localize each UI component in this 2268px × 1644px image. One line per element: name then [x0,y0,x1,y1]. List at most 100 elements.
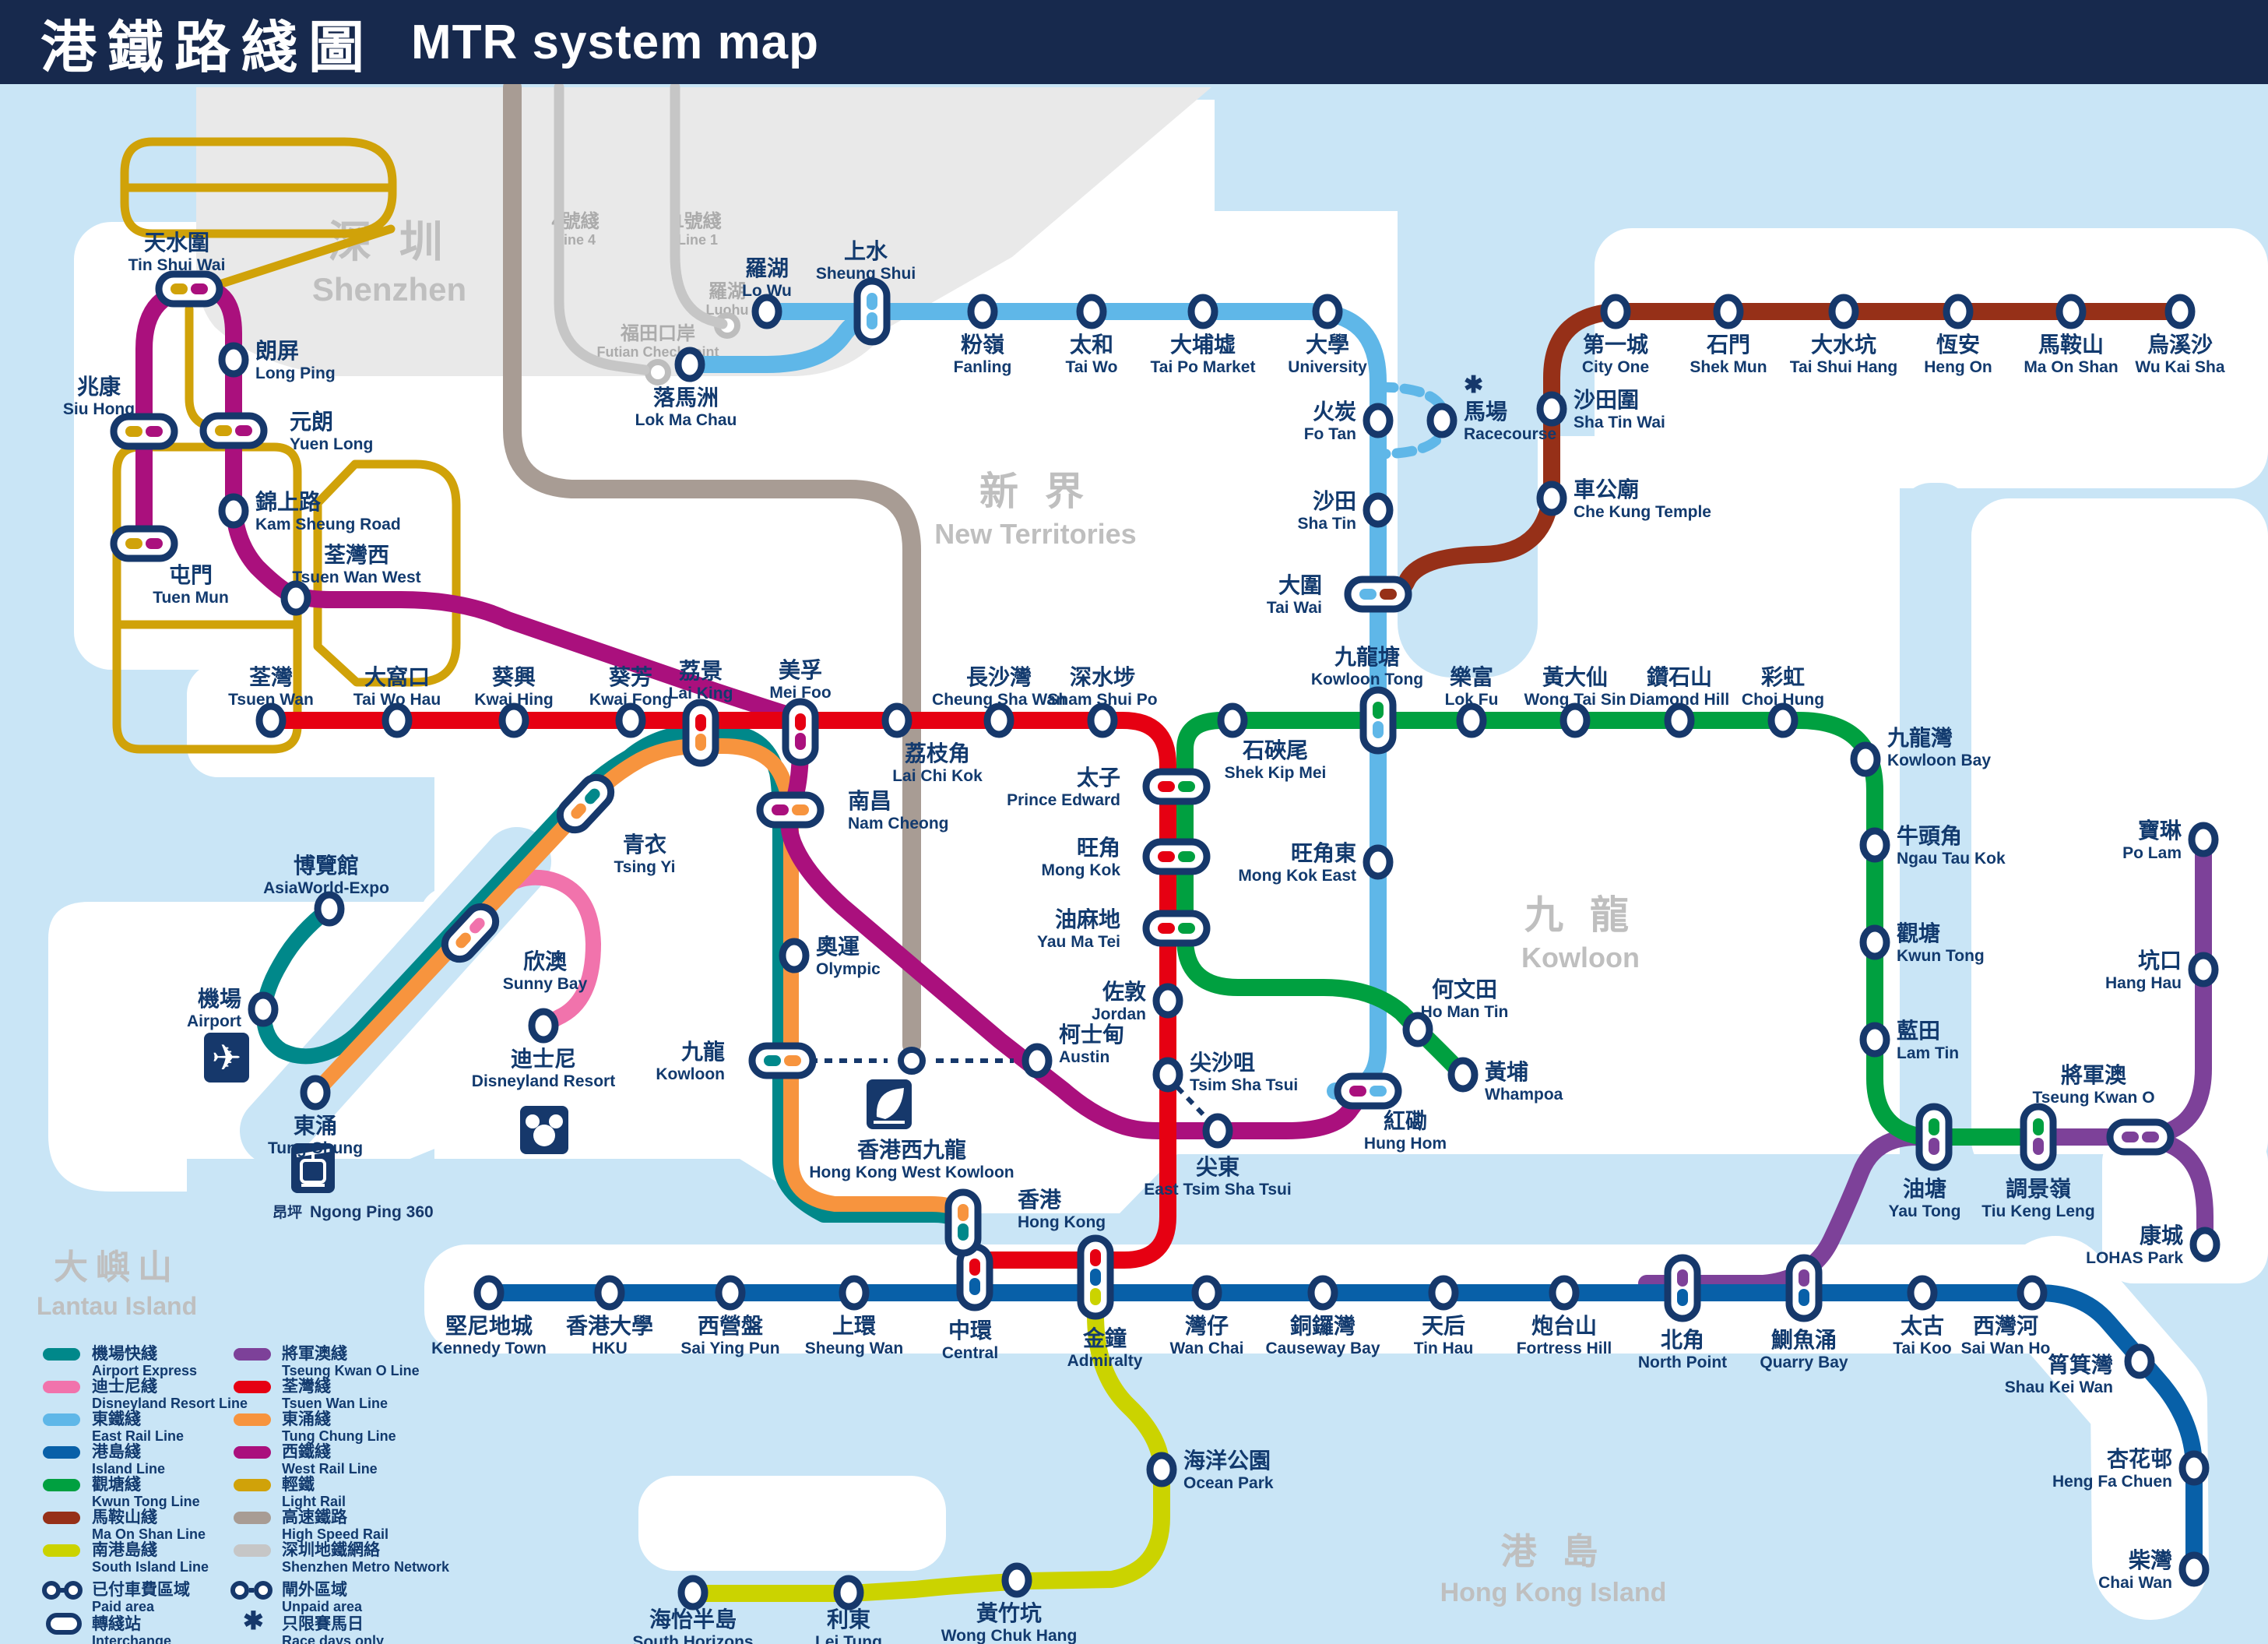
station-marker[interactable] [1907,1275,1938,1311]
station-marker[interactable] [1428,1275,1459,1311]
interchange-marker[interactable] [199,412,268,449]
station-marker[interactable] [1559,702,1591,738]
station-marker[interactable] [715,1275,746,1311]
station-marker[interactable] [615,702,646,738]
interchange-marker[interactable] [155,270,223,308]
interchange-marker[interactable] [853,277,891,346]
station-marker[interactable] [1447,1057,1479,1093]
station-marker[interactable] [2164,294,2196,329]
station-marker[interactable] [1859,1022,1890,1058]
station-marker[interactable] [1087,702,1118,738]
interchange-marker[interactable] [1785,1254,1823,1322]
station-marker[interactable] [2189,1227,2221,1262]
interchange-marker[interactable] [944,1188,982,1257]
station-marker[interactable] [2178,1450,2210,1486]
station-marker[interactable] [1152,1057,1183,1093]
station-marker[interactable] [248,991,279,1027]
interchange-marker[interactable] [756,791,825,829]
interchange-marker[interactable] [748,1042,817,1079]
interchange-marker[interactable] [1142,838,1211,875]
station-marker[interactable] [1536,481,1567,516]
interchange-marker[interactable] [1142,768,1211,805]
station-marker[interactable] [1202,1113,1233,1149]
station-marker[interactable] [1307,1275,1338,1311]
station-marker[interactable] [1859,827,1890,863]
interchange-marker[interactable] [682,699,719,767]
station-marker[interactable] [1191,1275,1222,1311]
station-marker[interactable] [218,493,249,529]
station-marker[interactable] [2188,822,2219,857]
station-marker[interactable] [2178,1551,2210,1587]
interchange-marker[interactable] [110,525,178,562]
station-marker[interactable] [1001,1562,1032,1598]
station-marker[interactable] [280,580,311,616]
station-marker[interactable] [2124,1343,2155,1379]
station-marker[interactable] [2017,1275,2048,1311]
station-marker[interactable] [674,347,705,382]
station-marker[interactable] [1664,702,1695,738]
interchange-marker[interactable] [782,698,819,766]
station-marker[interactable] [2188,952,2219,987]
station-marker[interactable] [300,1075,331,1111]
interchange-marker[interactable] [1334,1072,1402,1110]
station-marker[interactable] [1217,702,1248,738]
station-marker[interactable] [1828,294,1859,329]
station-marker[interactable] [1767,702,1799,738]
station-marker[interactable] [983,702,1014,738]
station-marker[interactable] [1426,403,1457,438]
station-marker[interactable] [314,891,345,927]
station-marker[interactable] [1021,1043,1053,1079]
station-marker[interactable] [528,1008,559,1044]
interchange-marker[interactable] [110,413,178,450]
station-marker[interactable] [1146,1452,1177,1487]
station-marker[interactable] [1713,294,1744,329]
interchange-marker[interactable] [554,772,617,836]
